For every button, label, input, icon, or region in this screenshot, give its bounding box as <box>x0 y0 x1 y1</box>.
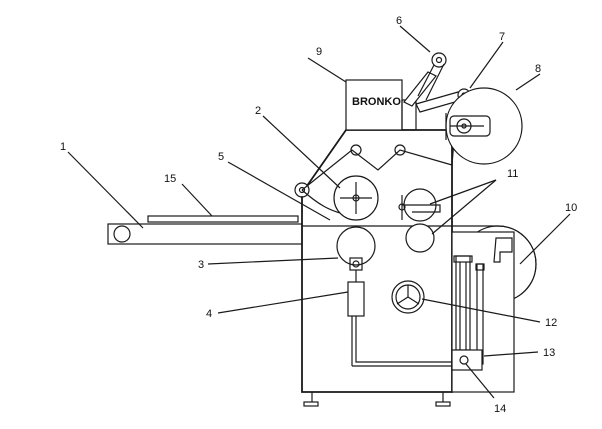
callout-2: 2 <box>255 105 261 117</box>
callout-4: 4 <box>206 308 212 320</box>
dough-sheet <box>147 215 299 223</box>
valve-box <box>451 349 483 371</box>
callout-8: 8 <box>535 63 541 75</box>
right-rollers <box>398 188 441 253</box>
machine-feet <box>303 392 451 407</box>
callout-13: 13 <box>543 347 555 359</box>
callout-14: 14 <box>494 403 506 415</box>
callout-11: 11 <box>507 168 518 180</box>
adjust-cylinder <box>347 270 452 367</box>
callout-labels: 1 2 3 4 5 6 7 8 9 10 11 12 13 14 15 <box>60 15 577 415</box>
handwheel <box>391 280 425 314</box>
callout-9: 9 <box>316 46 322 58</box>
callout-6: 6 <box>396 15 402 27</box>
brand-label: BRONKO <box>352 96 401 108</box>
callout-1: 1 <box>60 141 66 153</box>
callout-5: 5 <box>218 151 224 163</box>
leader-lines <box>67 25 571 399</box>
callout-10: 10 <box>565 202 577 214</box>
feed-conveyor <box>107 215 303 245</box>
web-path <box>301 139 455 214</box>
upper-roll <box>333 175 379 221</box>
motor-box: BRONKO <box>345 79 417 131</box>
lower-roll <box>336 226 376 271</box>
callout-12: 12 <box>545 317 557 329</box>
reel-roll <box>445 87 523 165</box>
callout-3: 3 <box>198 259 204 271</box>
callout-7: 7 <box>499 31 505 43</box>
callout-15: 15 <box>164 173 176 185</box>
pivot-roller <box>294 182 310 212</box>
